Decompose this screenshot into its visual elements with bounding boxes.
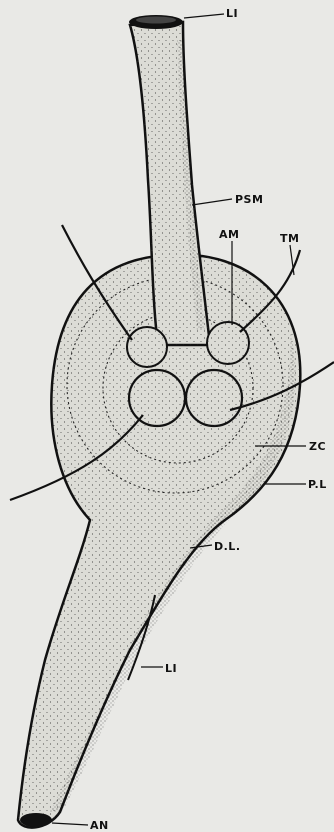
- label-an: AN: [90, 819, 109, 832]
- label-psm: PSM: [235, 193, 263, 206]
- label-dl: D.L.: [214, 540, 241, 553]
- label-zc: ZC: [309, 440, 326, 453]
- anus-opening: [20, 813, 52, 827]
- label-li-top: LI: [226, 7, 238, 20]
- label-tm: TM: [280, 232, 299, 245]
- label-am: AM: [219, 228, 239, 241]
- label-li-lower: LI: [165, 662, 177, 675]
- label-pl: P.L: [308, 478, 327, 491]
